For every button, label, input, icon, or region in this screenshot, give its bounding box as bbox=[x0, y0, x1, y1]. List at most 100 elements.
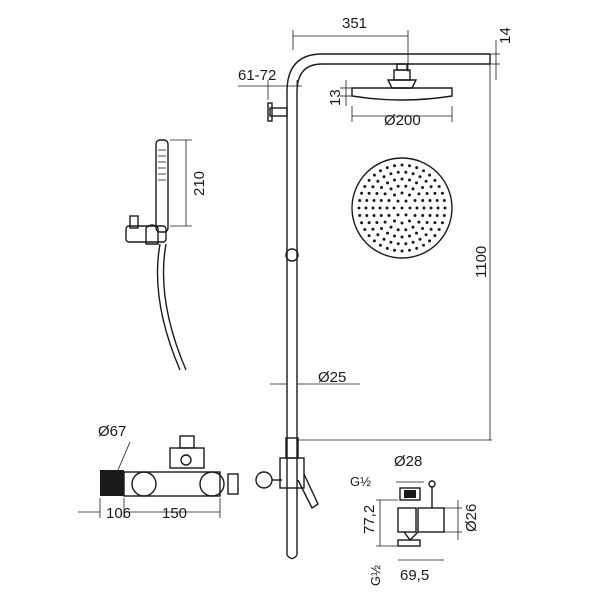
shower-head-top bbox=[351, 157, 453, 259]
nozzle-dot bbox=[380, 227, 383, 230]
nozzle-dot bbox=[408, 219, 411, 223]
nozzle-dot bbox=[396, 213, 400, 217]
nozzle-dot bbox=[413, 199, 417, 202]
nozzle-dot bbox=[375, 221, 379, 224]
nozzle-dot bbox=[400, 249, 404, 253]
dim-67: Ø67 bbox=[98, 423, 126, 440]
nozzle-dot bbox=[411, 240, 415, 244]
nozzle-dot bbox=[393, 164, 396, 168]
nozzle-dot bbox=[404, 242, 408, 246]
nozzle-dot bbox=[386, 181, 389, 185]
nozzle-dot bbox=[428, 199, 432, 202]
nozzle-dot bbox=[393, 178, 396, 182]
nozzle-dot bbox=[371, 206, 375, 210]
nozzle-dot bbox=[404, 199, 408, 203]
nozzle-dot bbox=[424, 233, 428, 237]
nozzle-dot bbox=[393, 219, 396, 223]
nozzle-dot bbox=[389, 240, 393, 244]
nozzle-dot bbox=[376, 179, 380, 183]
dim-210: 210 bbox=[191, 171, 208, 196]
nozzle-dot bbox=[415, 181, 418, 185]
shower-head-side bbox=[351, 63, 453, 101]
nozzle-dot bbox=[422, 243, 425, 247]
nozzle-dot bbox=[364, 206, 368, 210]
nozzle-dot bbox=[411, 187, 415, 191]
nozzle-dot bbox=[440, 221, 444, 225]
nozzle-dot bbox=[375, 192, 379, 195]
nozzle-dot bbox=[396, 184, 400, 188]
nozzle-dot bbox=[404, 184, 408, 188]
nozzle-dot bbox=[372, 173, 376, 177]
nozzle-dot bbox=[360, 221, 364, 225]
dim-1100: 1100 bbox=[473, 246, 490, 278]
nozzle-dot bbox=[440, 191, 444, 195]
nozzle-dot bbox=[400, 221, 404, 225]
nozzle-dot bbox=[425, 192, 429, 195]
nozzle-dot bbox=[429, 227, 433, 231]
dim-61-72: 61-72 bbox=[238, 67, 276, 84]
nozzle-dot bbox=[422, 206, 426, 210]
dim-g-half-top: G½ bbox=[350, 474, 371, 489]
nozzle-pattern bbox=[357, 163, 447, 253]
nozzle-dot bbox=[421, 227, 424, 230]
nozzle-dot bbox=[425, 221, 429, 224]
nozzle-dot bbox=[413, 214, 417, 217]
hand-shower bbox=[125, 139, 187, 371]
nozzle-dot bbox=[433, 221, 437, 225]
dim-14: 14 bbox=[497, 27, 514, 44]
nozzle-dot bbox=[408, 164, 411, 168]
nozzle-dot bbox=[408, 178, 411, 182]
nozzle-dot bbox=[404, 228, 408, 232]
nozzle-dot bbox=[389, 225, 393, 229]
nozzle-dot bbox=[415, 231, 418, 235]
dim-150: 150 bbox=[162, 505, 187, 522]
nozzle-dot bbox=[404, 213, 408, 217]
nozzle-dot bbox=[415, 206, 419, 210]
nozzle-dot bbox=[380, 186, 383, 189]
nozzle-dot bbox=[442, 214, 446, 217]
nozzle-dot bbox=[376, 233, 380, 237]
nozzle-dot bbox=[428, 173, 432, 177]
nozzle-dot bbox=[386, 231, 389, 235]
nozzle-dot bbox=[385, 166, 389, 170]
nozzle-dot bbox=[393, 248, 396, 252]
nozzle-dot bbox=[433, 191, 437, 195]
nozzle-dot bbox=[358, 214, 362, 217]
nozzle-dot bbox=[363, 185, 367, 188]
column-diverter bbox=[255, 437, 319, 510]
nozzle-dot bbox=[371, 227, 375, 231]
nozzle-dot bbox=[417, 220, 421, 224]
nozzle-dot bbox=[358, 199, 362, 202]
nozzle-dot bbox=[437, 185, 441, 188]
nozzle-dot bbox=[367, 221, 371, 225]
dim-13: 13 bbox=[327, 89, 344, 106]
nozzle-dot bbox=[378, 206, 382, 210]
nozzle-dot bbox=[382, 175, 386, 179]
dim-200: Ø200 bbox=[384, 112, 421, 129]
nozzle-dot bbox=[408, 248, 411, 252]
nozzle-dot bbox=[435, 199, 439, 202]
dim-106: 106 bbox=[106, 505, 131, 522]
nozzle-dot bbox=[429, 185, 433, 189]
nozzle-dot bbox=[365, 214, 369, 217]
nozzle-dot bbox=[418, 175, 422, 179]
dim-28: Ø28 bbox=[394, 453, 422, 470]
nozzle-dot bbox=[415, 166, 419, 170]
nozzle-dot bbox=[422, 169, 425, 173]
nozzle-dot bbox=[385, 206, 389, 210]
mixer-knob-left bbox=[100, 470, 124, 496]
nozzle-dot bbox=[389, 172, 393, 176]
nozzle-dot bbox=[400, 191, 404, 195]
nozzle-dot bbox=[428, 239, 432, 243]
nozzle-dot bbox=[411, 172, 415, 176]
nozzle-dot bbox=[382, 237, 386, 241]
dim-g-half-bottom: G½ bbox=[368, 565, 383, 586]
nozzle-dot bbox=[396, 242, 400, 246]
dimension-lines bbox=[78, 30, 500, 561]
nozzle-dot bbox=[372, 199, 376, 202]
nozzle-dot bbox=[400, 163, 404, 167]
nozzle-dot bbox=[379, 243, 382, 247]
nozzle-dot bbox=[372, 239, 376, 243]
connector-detail bbox=[397, 480, 445, 547]
